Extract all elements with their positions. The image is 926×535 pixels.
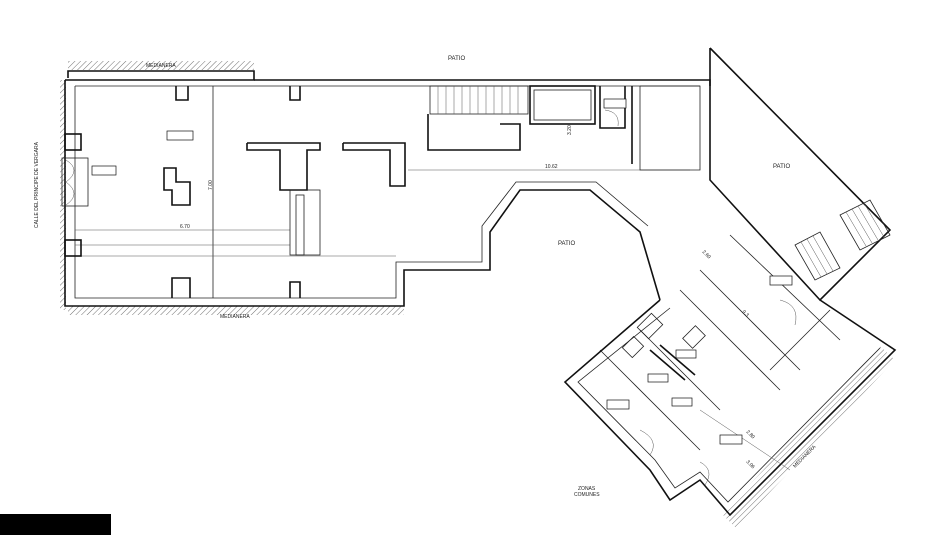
- notch-bottom-1: [171, 277, 191, 298]
- wing-divider-1: [679, 289, 781, 391]
- dim-2-80: 2.80: [745, 429, 756, 440]
- entrance-pillar-bottom: [64, 239, 82, 257]
- wing-divider-5: [599, 349, 701, 451]
- wall-block-right: [639, 85, 701, 171]
- pillar-1: [163, 167, 191, 206]
- wing-dim-line: [699, 409, 791, 471]
- door-swing-4: [604, 109, 619, 127]
- notch-top-2: [289, 86, 301, 101]
- bath-block-2: [621, 335, 645, 359]
- dim-3-20: 3.20: [567, 125, 573, 135]
- counter-block: [289, 189, 321, 256]
- label-street: CALLE DEL PRINCIPE DE VERGARA: [34, 141, 40, 228]
- room-tag-8: [671, 397, 693, 407]
- room-tag-5: [675, 349, 697, 359]
- bath-wall-diag: [649, 349, 686, 381]
- label-common-zones-2: COMUNES: [574, 492, 600, 498]
- counter-inner: [295, 194, 305, 256]
- door-swing-3: [699, 461, 710, 486]
- room-tag-9: [719, 434, 743, 445]
- bath-block-3: [682, 325, 706, 349]
- partition-2: [342, 142, 406, 187]
- room-tag-1: [166, 130, 194, 141]
- room-tag-3: [603, 98, 627, 109]
- stair-top: [429, 85, 529, 115]
- stair-enclosure: [427, 114, 521, 151]
- dim-9-3: 9.3: [741, 309, 750, 318]
- black-bar: [0, 514, 111, 535]
- room-tag-2: [91, 165, 117, 176]
- dim-3-06: 3.06: [745, 459, 756, 470]
- bath-wall-diag-2: [659, 344, 696, 376]
- wing-divider-3: [729, 234, 841, 341]
- notch-bottom-2: [289, 281, 301, 298]
- label-patio-right: PATIO: [773, 164, 790, 170]
- label-patio-top: PATIO: [448, 56, 465, 62]
- notch-top-1: [175, 86, 189, 101]
- dim-10-62: 10.62: [545, 164, 558, 170]
- wing-outer-left: [563, 299, 897, 517]
- wing-inner-left: [577, 307, 881, 503]
- label-neighbor-top: MEDIANERA: [146, 63, 176, 69]
- stair-right: [794, 199, 891, 281]
- entrance-door-swing: [65, 159, 75, 206]
- street-wall: [60, 80, 66, 310]
- dim-2-60: 2.60: [701, 249, 712, 260]
- room-tag-7: [606, 399, 630, 410]
- bath-block-1: [636, 312, 664, 340]
- stair-top-steps: [437, 86, 519, 114]
- label-common-zones-1: ZONAS: [578, 486, 596, 492]
- wall-outer-top: [65, 70, 255, 81]
- room-tag-4: [769, 275, 793, 286]
- patio-right-outline: [709, 47, 892, 302]
- label-neighbor-bottom: MEDIANERA: [220, 314, 250, 320]
- lift-shaft: [529, 85, 596, 125]
- neighbor-wall-bottom: [68, 306, 404, 315]
- wing-divider-6: [639, 329, 721, 411]
- dim-6-70: 6.70: [180, 224, 190, 230]
- wing-divider-2: [699, 269, 801, 371]
- dim-7-00: 7.00: [208, 180, 214, 190]
- partition-1: [246, 142, 321, 191]
- label-patio-center: PATIO: [558, 241, 575, 247]
- lift-inner: [533, 89, 592, 121]
- entrance-frame: [61, 157, 89, 207]
- door-swing-2: [639, 429, 654, 456]
- neighbor-wall-top: [68, 61, 254, 70]
- wall-outer-front: [64, 80, 661, 307]
- entrance-pillar-top: [64, 133, 82, 151]
- wall-inner-left: [74, 86, 649, 299]
- room-tag-6: [647, 373, 669, 383]
- wall-top-long: [254, 79, 711, 86]
- door-swing-1: [779, 299, 797, 326]
- wing-divider-4: [769, 309, 831, 371]
